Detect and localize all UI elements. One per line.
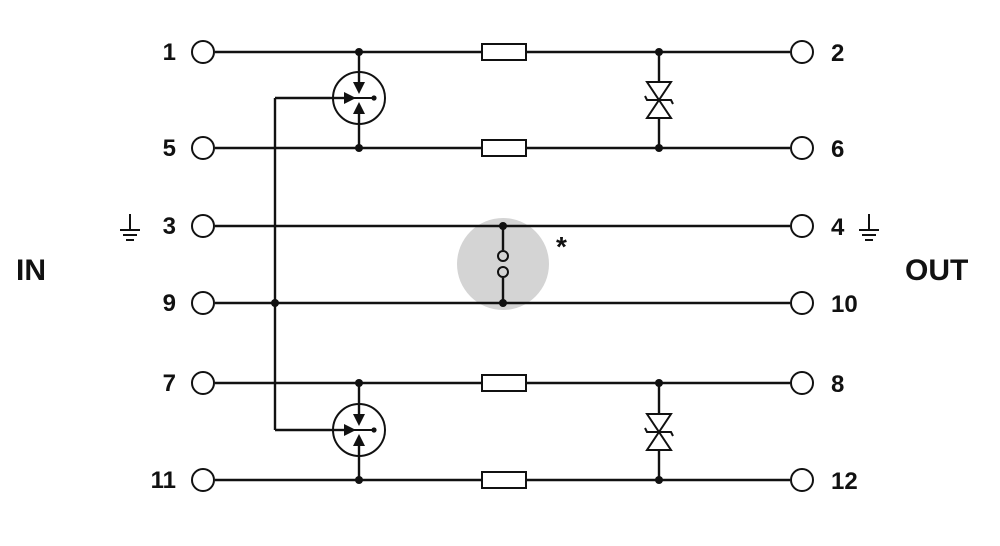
output-side-label: OUT	[905, 254, 968, 287]
resistor-top-1	[481, 43, 527, 61]
junction-dots	[271, 48, 663, 484]
tvs-diode-top	[644, 52, 674, 148]
resistor-bottom-2	[481, 471, 527, 489]
gas-discharge-tube-bottom	[330, 383, 386, 480]
tvs-diode-bottom	[644, 383, 674, 480]
input-terminal-label: 9	[163, 290, 176, 317]
input-terminal-label: 3	[163, 213, 176, 240]
input-terminal-label: 11	[151, 467, 176, 494]
highlight-disc	[457, 218, 549, 310]
ground-icon-output	[859, 214, 879, 241]
input-terminal-label: 5	[163, 135, 176, 162]
output-terminal-label: 8	[831, 371, 844, 398]
output-terminal-label: 4	[831, 214, 845, 241]
input-terminal-label: 1	[163, 39, 176, 66]
resistor-top-2	[481, 139, 527, 157]
output-terminal-label: 6	[831, 136, 844, 163]
ground-icon-input	[120, 214, 140, 241]
output-terminal-label: 2	[831, 40, 844, 67]
output-terminal-label: 10	[831, 291, 858, 318]
input-terminals	[191, 40, 215, 492]
gas-discharge-tube-top	[330, 52, 386, 148]
input-side-label: IN	[16, 254, 46, 287]
note-asterisk: *	[556, 231, 567, 262]
output-terminal-label: 12	[831, 468, 858, 495]
output-terminals	[790, 40, 814, 492]
resistor-bottom-1	[481, 374, 527, 392]
input-terminal-label: 7	[163, 370, 176, 397]
